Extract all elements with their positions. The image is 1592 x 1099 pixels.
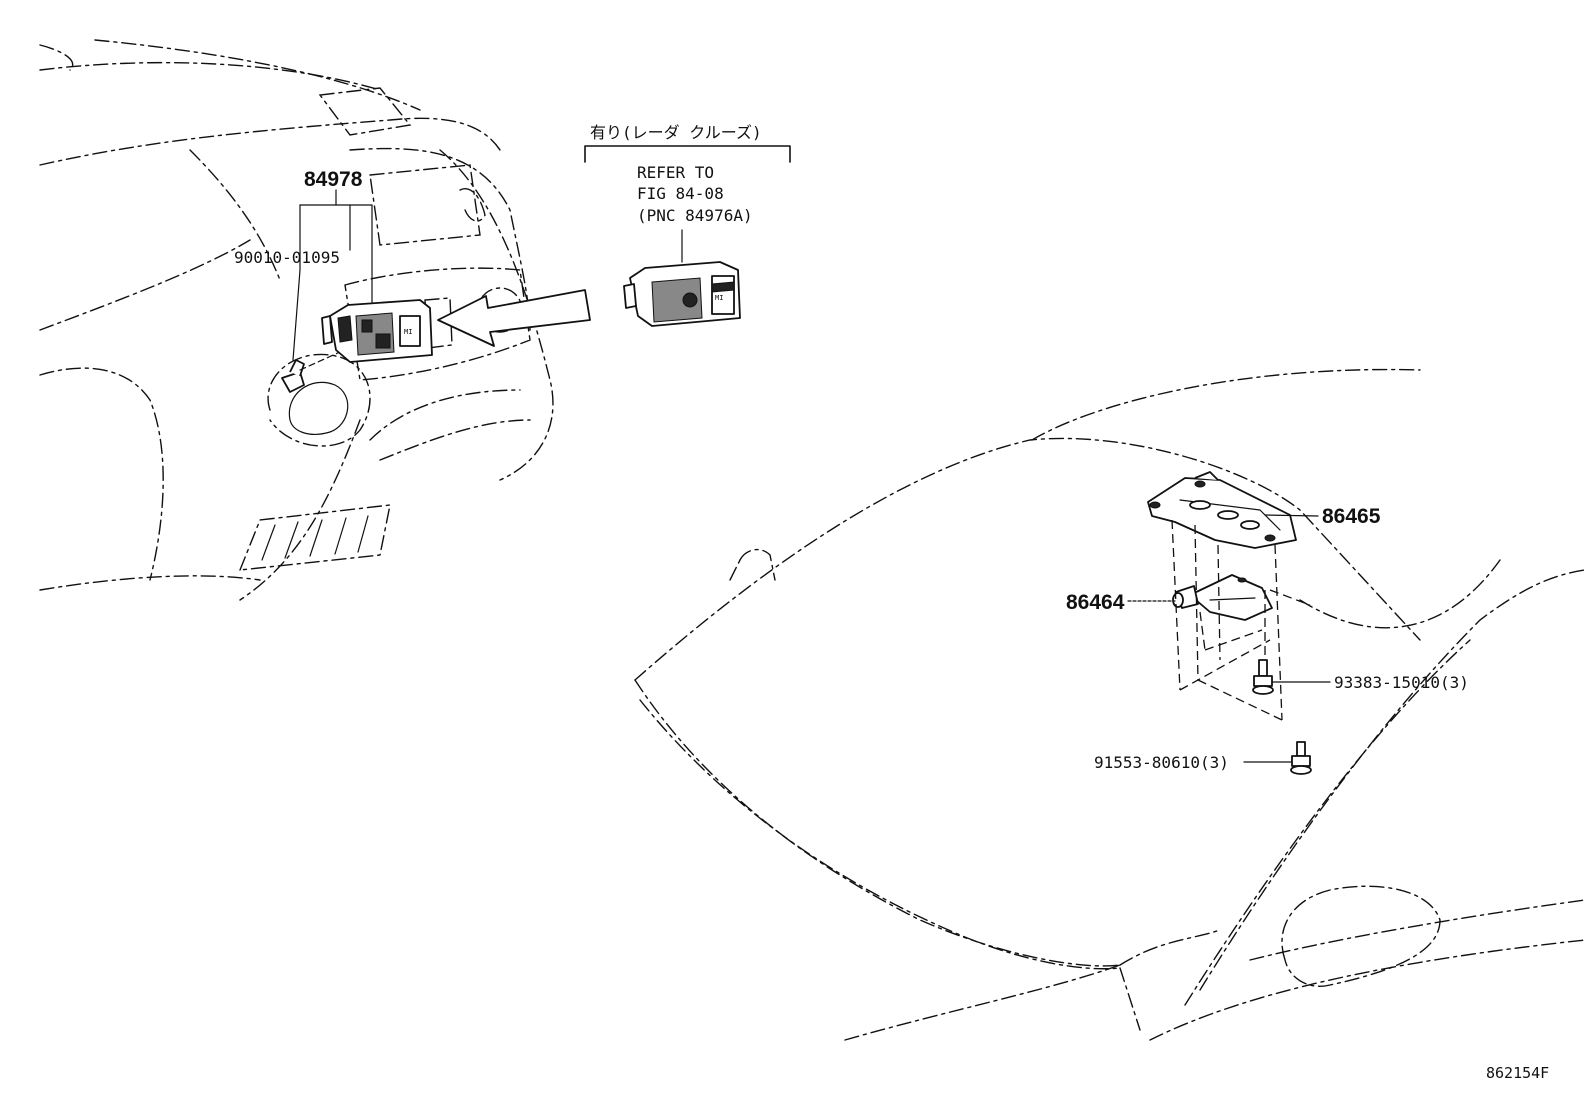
install-arrow: [437, 289, 591, 347]
option-note-label: 有り(レーダ クルーズ): [590, 123, 762, 142]
dashboard-outline: [39, 39, 554, 601]
refer-to-line2: FIG 84-08: [637, 184, 724, 203]
bracket-86465: [1147, 471, 1297, 549]
leaders-right: [1127, 514, 1331, 763]
sensor-86464: [1172, 574, 1273, 621]
part-label-90010-01095: 90010-01095: [234, 248, 340, 267]
figure-id: 862154F: [1486, 1064, 1549, 1082]
part-label-91553-80610: 91553-80610(3): [1094, 753, 1229, 772]
leader-84978: [292, 189, 373, 361]
part-label-86465: 86465: [1322, 505, 1381, 528]
windshield-outline: [634, 368, 1586, 1041]
switch-84976A: MI: [623, 261, 741, 327]
refer-to-line3: (PNC 84976A): [637, 206, 753, 225]
part-label-86464: 86464: [1066, 591, 1125, 614]
bolt-93383-15010: [1252, 659, 1274, 695]
option-bracket: [584, 145, 791, 263]
svg-text:MI: MI: [715, 294, 723, 302]
part-label-84978: 84978: [304, 168, 363, 191]
assembly-guides: [1171, 519, 1311, 721]
part-label-93383-15010: 93383-15010(3): [1334, 673, 1469, 692]
bolt-91553-80610: [1290, 741, 1312, 775]
svg-text:MI: MI: [404, 328, 412, 336]
switch-84978: MI: [321, 299, 433, 363]
refer-to-line1: REFER TO: [637, 163, 714, 182]
clip-90010-01095: [281, 351, 341, 393]
